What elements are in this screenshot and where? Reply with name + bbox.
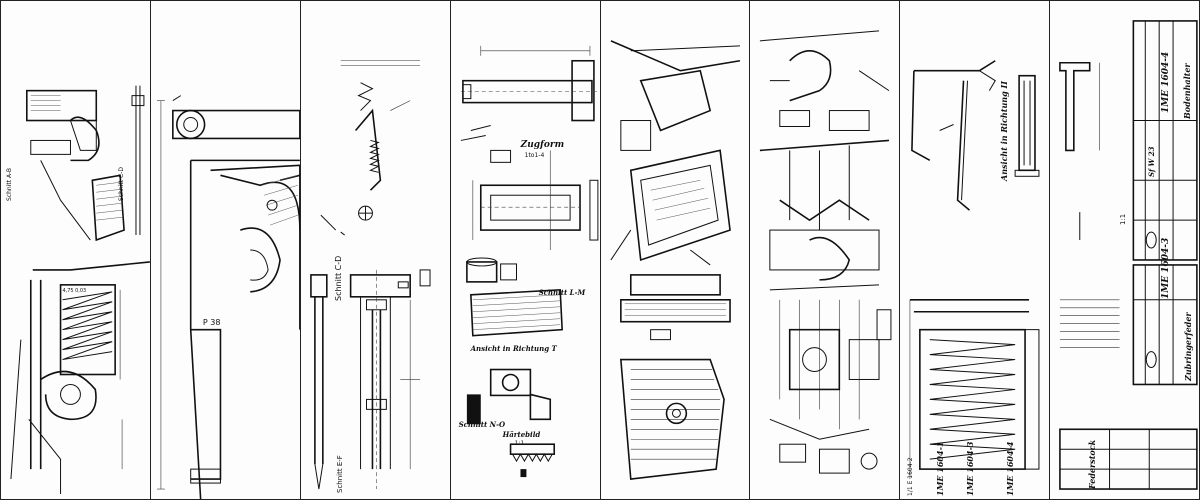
sheet-1-drawing: 4,75 0,03: [10, 85, 150, 495]
haertebild-scale: 1:1: [514, 440, 525, 447]
ansicht-ii-label: Ansicht in Richtung II: [999, 81, 1010, 181]
sheet-7-magazine-parts: Ansicht in Richtung II 1ME 1604-1 1ME 16…: [900, 1, 1051, 499]
haertebild-label: Härtebild: [502, 430, 541, 439]
model-label: P 38: [202, 318, 221, 327]
part-1604-2-label: 1/1 E 1604-2: [907, 457, 915, 496]
sheet-8-drawing: [1059, 20, 1198, 490]
sheet-1-pistol-sections: 4,75 0,03 Schnitt A-B Schnitt C-D: [1, 1, 151, 499]
ansicht-t-label: Ansicht in Richtung T: [470, 344, 557, 353]
number-1604-4: 1ME 1604-4: [1161, 51, 1172, 113]
code-sfw23: Sf W 23: [1147, 146, 1157, 177]
section-label-ef: Schnitt E-F: [335, 455, 344, 493]
number-1604-3: 1ME 1604-3: [1161, 237, 1172, 299]
sheet-8-title-blocks: Bodenhalter 1ME 1604-4 Sf W 23 Zubringer…: [1050, 1, 1199, 499]
section-label-ab: Schnitt A-B: [6, 167, 13, 201]
sheet-7-drawing: [909, 60, 1040, 480]
zugform-sub-label: 1to1-4: [524, 152, 545, 159]
schnitt-lm-label: Schnitt L-M: [538, 288, 586, 297]
svg-text:4,75 0,03: 4,75 0,03: [63, 288, 87, 294]
part-1604-4-label: 1ME 1604-4: [1005, 441, 1016, 496]
part-1604-3-label: 1ME 1604-3: [965, 441, 976, 496]
section-label-cd-2: Schnitt C-D: [333, 255, 343, 301]
scale-label: 1:1: [1119, 213, 1128, 225]
sheet-5-drawing: [610, 40, 740, 480]
sheet-3-spring-details: Schnitt C-D Schnitt E-F: [300, 1, 451, 499]
sheet-4-barrel-details: Zugform 1to1-4 Schnitt L-M Ansicht in Ri…: [450, 1, 601, 499]
sheet-6-exploded-assembly: [750, 1, 901, 499]
sheet-2-drawing: [156, 95, 300, 499]
sheet-3-drawing: [309, 60, 431, 490]
zugform-label: Zugform: [520, 140, 565, 150]
schnitt-no-label: Schnitt N-O: [458, 420, 506, 429]
sheet-4-drawing: [460, 45, 600, 478]
title-bodenhalter: Bodenhalter: [1182, 63, 1193, 119]
part-1604-1-label: 1ME 1604-1: [935, 441, 946, 496]
sheet-6-drawing: [760, 30, 892, 474]
sheet-2-pistol-assembly: P 38: [150, 1, 301, 499]
sheet-5-frame-details: [600, 1, 751, 499]
title-zubringerfeder: Zubringerfeder: [1183, 312, 1194, 381]
section-label-cd: Schnitt C-D: [118, 167, 125, 201]
title-federstock: Federstock: [1087, 439, 1098, 489]
